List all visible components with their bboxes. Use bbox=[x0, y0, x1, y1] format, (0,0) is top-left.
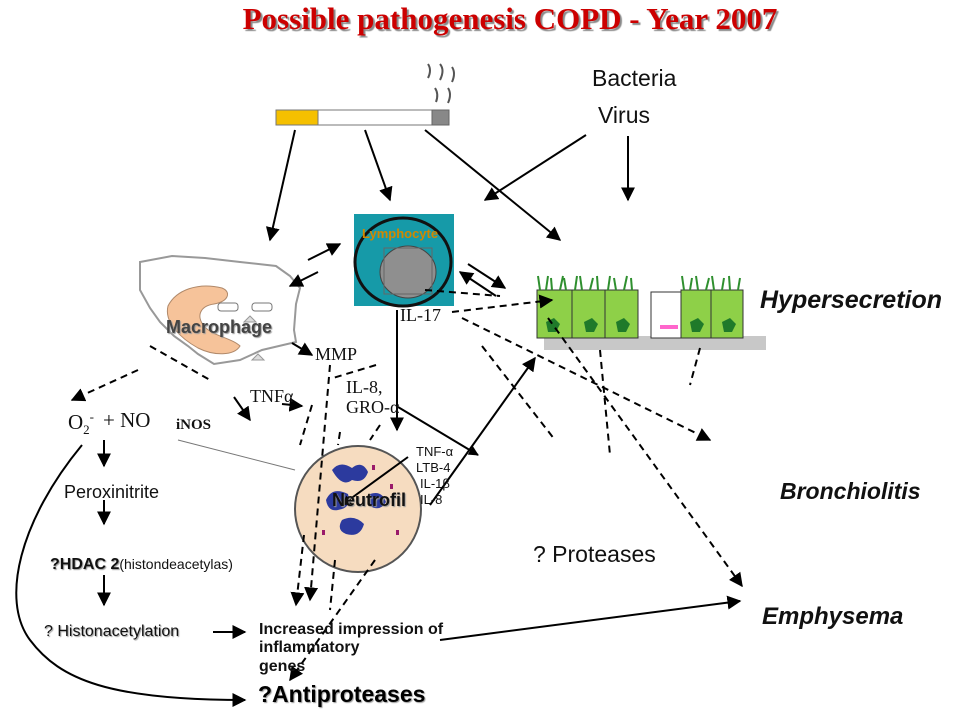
arrow-smoke-to-epithelium bbox=[424, 129, 562, 241]
label-il17: IL-17 bbox=[400, 305, 441, 325]
label-peroxinitrite: Peroxinitrite bbox=[64, 482, 160, 502]
label-histonacetylation: ? Histonacetylation bbox=[44, 623, 180, 640]
label-lymphocyte: Lymphocyte bbox=[362, 226, 439, 241]
label-increased-impression: Increased impression of bbox=[259, 621, 444, 638]
label-antiproteases: ?Antiproteases bbox=[258, 681, 426, 707]
label-neutro-tnf: TNF-α bbox=[416, 444, 454, 459]
arrow-smoke-to-lymphocyte bbox=[364, 129, 393, 202]
label-bacteria: Bacteria bbox=[592, 65, 677, 91]
label-inos: iNOS bbox=[176, 417, 212, 433]
cigarette-icon bbox=[275, 63, 455, 126]
label-hdac: ?HDAC 2(histondeacetylas) bbox=[50, 556, 233, 573]
label-neutro-ltb4: LTB-4 bbox=[416, 460, 451, 475]
label-proteases: ? Proteases bbox=[533, 541, 656, 567]
label-neutro-il8: IL-8 bbox=[420, 492, 443, 507]
label-hypersecretion: Hypersecretion bbox=[760, 286, 943, 314]
label-bronchiolitis: Bronchiolitis bbox=[780, 478, 921, 504]
label-gro-alpha: GRO-α bbox=[346, 397, 400, 417]
label-plus-no: + NO bbox=[103, 408, 151, 432]
label-superoxide: O2- bbox=[68, 409, 95, 438]
label-macrophage: Macrophage bbox=[166, 317, 273, 337]
label-virus: Virus bbox=[598, 102, 650, 128]
page-title: Possible pathogenesis COPD - Year 2007 bbox=[242, 1, 778, 36]
label-neutrofil: Neutrofil bbox=[332, 490, 406, 510]
label-inflammatory: inflammatory bbox=[259, 639, 360, 656]
label-il8: IL-8, bbox=[346, 377, 383, 397]
arrow-bacteria-to-lymphocyte bbox=[483, 134, 587, 201]
macrophage-cell-icon bbox=[139, 254, 302, 366]
label-genes: genes bbox=[259, 658, 306, 675]
neutrophil-cell-icon bbox=[294, 445, 422, 573]
dashed-arrows bbox=[70, 289, 743, 682]
bronchial-epithelium-icon bbox=[536, 275, 766, 350]
label-tnfa: TNFα bbox=[250, 386, 294, 406]
label-neutro-il1b: IL-1β bbox=[420, 476, 450, 491]
arrow-smoke-to-macrophage bbox=[265, 129, 296, 242]
label-mmp: MMP bbox=[315, 344, 358, 364]
label-emphysema: Emphysema bbox=[762, 603, 904, 630]
solid-arrows bbox=[15, 129, 742, 707]
